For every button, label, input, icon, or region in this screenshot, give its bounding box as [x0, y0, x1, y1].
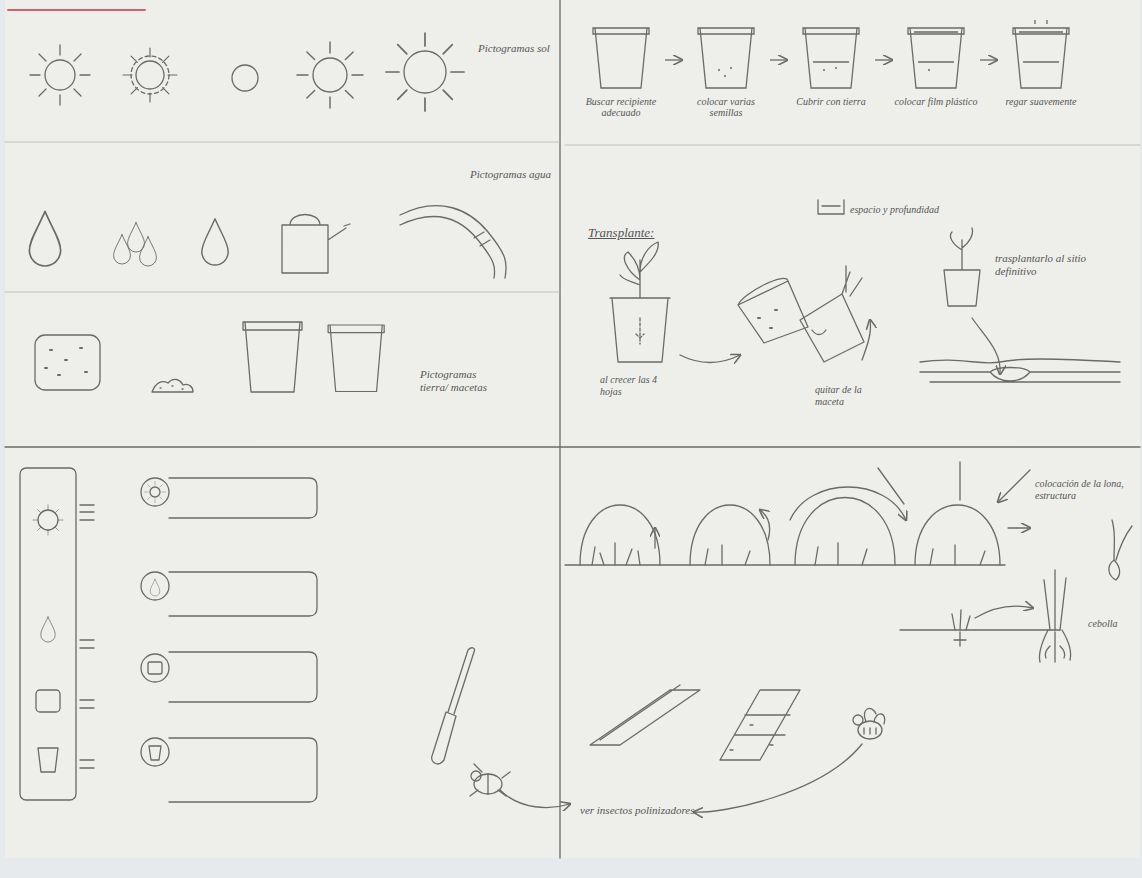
- sun-pictograms: [30, 33, 464, 111]
- handwritten-note: Pictogramas agua: [470, 168, 551, 180]
- transplant-sketches: [610, 200, 1120, 382]
- handwritten-note: ver insectos polinizadores.: [580, 804, 697, 816]
- handwritten-note-box: Pictogramas sol: [478, 42, 558, 55]
- handwritten-note: cebolla: [1088, 618, 1117, 629]
- process-step: Buscar recipiente adecuado: [578, 20, 664, 118]
- process-step: Cubrir con tierra: [788, 20, 874, 107]
- step-caption: colocar film plástico: [893, 96, 979, 107]
- handwritten-note-box: Pictogramas tierra/ macetas: [420, 368, 500, 393]
- cup-outline: [801, 20, 861, 92]
- handwritten-note: colocación de la lona, estructura: [1035, 478, 1124, 501]
- handwritten-note: quitar de la maceta: [815, 384, 862, 407]
- handwritten-note: espacio y profundidad: [850, 204, 939, 215]
- soil-pot-pictograms: [35, 322, 384, 392]
- handwritten-note: trasplantarlo al sitio definitivo: [995, 252, 1086, 277]
- handwritten-note-box: espacio y profundidad: [850, 204, 960, 216]
- handwritten-note-box: colocación de la lona, estructura: [1035, 478, 1135, 501]
- icon-menu-mockup: [20, 468, 317, 802]
- paper-sheet: [5, 0, 1140, 858]
- step-caption: regar suavemente: [998, 96, 1084, 107]
- water-pictograms: [29, 206, 506, 278]
- process-step: colocar film plástico: [893, 20, 979, 107]
- handwritten-note-box: cebolla: [1088, 618, 1138, 630]
- handwritten-note-box: quitar de la maceta: [815, 384, 885, 407]
- cup-outline: [696, 20, 756, 92]
- step-arrow: [875, 59, 892, 60]
- step-caption: colocar varias semillas: [683, 96, 769, 118]
- garden-tools-insects: [432, 648, 885, 812]
- handwritten-note: Transplante:: [588, 225, 654, 240]
- cup-outline: [591, 20, 651, 92]
- step-arrow: [770, 59, 787, 60]
- step-caption: Buscar recipiente adecuado: [578, 96, 664, 118]
- cup-outline: [906, 20, 966, 92]
- cup-outline: [1011, 20, 1071, 92]
- handwritten-note-box: ver insectos polinizadores.: [580, 804, 700, 817]
- handwritten-note-box: Pictogramas agua: [470, 168, 555, 181]
- header-underline: [8, 9, 145, 11]
- step-arrow: [980, 59, 997, 60]
- process-step: regar suavemente: [998, 20, 1084, 107]
- step-caption: Cubrir con tierra: [788, 96, 874, 107]
- handwritten-note: Pictogramas tierra/ macetas: [420, 368, 487, 393]
- handwritten-note-box: trasplantarlo al sitio definitivo: [995, 252, 1105, 277]
- handwritten-note-box: al crecer las 4 hojas: [600, 374, 680, 397]
- onion-plants: [900, 520, 1132, 662]
- process-step: colocar varias semillas: [683, 20, 769, 118]
- step-arrow: [665, 59, 682, 60]
- handwritten-note: Pictogramas sol: [478, 42, 550, 54]
- grid-lines: [5, 0, 1140, 858]
- handwritten-note: al crecer las 4 hojas: [600, 374, 657, 397]
- handwritten-note-box: Transplante:: [588, 226, 698, 241]
- tunnel-sequence: [565, 462, 1030, 565]
